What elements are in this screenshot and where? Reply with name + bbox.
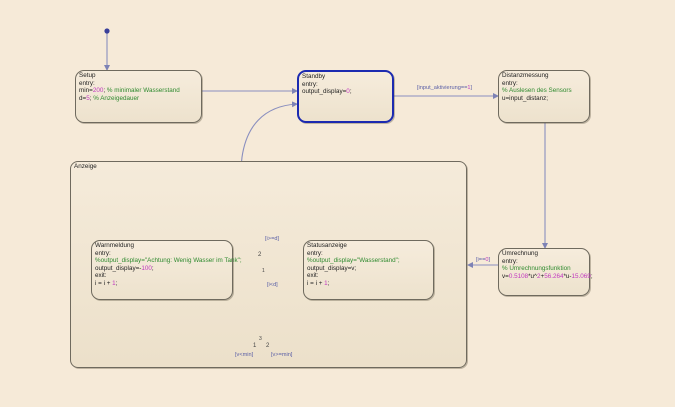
transition-label-v-lt-min[interactable]: [v<min] <box>235 352 254 358</box>
code: ; <box>590 272 593 280</box>
junction-label: 3 <box>259 336 262 342</box>
comment: %output_display="Achtung: Wenig Wasser i… <box>95 257 242 265</box>
entry-label: entry: <box>302 80 318 88</box>
comment: %output_display="Wasserstand"; <box>307 257 400 265</box>
code: output_display=v; <box>307 264 357 272</box>
code: i = i + <box>95 279 113 287</box>
code: ; <box>89 94 94 102</box>
comment: % Auslesen des Sensors <box>502 87 572 95</box>
state-statusanzeige[interactable]: Statusanzeige entry: %output_display="Wa… <box>303 240 434 300</box>
junction-label: 1 <box>262 268 265 274</box>
number: 15.069 <box>571 272 591 280</box>
number: 1 <box>324 279 328 287</box>
comment: % Umrechnungsfunktion <box>502 265 571 273</box>
state-name: Umrechnung <box>502 250 539 257</box>
code: i = i + <box>307 279 325 287</box>
state-umrechnung[interactable]: Umrechnung entry: % Umrechnungsfunktion … <box>498 248 593 296</box>
junction-label: 2 <box>258 252 262 258</box>
number: 0 <box>346 88 350 96</box>
code: ; <box>151 264 154 272</box>
code: u=input_distanz; <box>502 94 549 102</box>
number: 56.264 <box>544 272 564 280</box>
junction-label: 1 <box>253 343 257 349</box>
code: *u^ <box>528 272 538 280</box>
comment: % minimaler Wasserstand <box>106 87 180 95</box>
state-distanzmessung[interactable]: Distanzmessung entry: % Auslesen des Sen… <box>498 70 590 123</box>
number: 0.5108 <box>508 272 529 280</box>
entry-label: entry: <box>502 79 518 87</box>
code: ; <box>327 279 330 287</box>
entry-label: entry: <box>79 79 95 87</box>
code: ; <box>115 279 118 287</box>
number: 100 <box>141 264 152 272</box>
code: + <box>540 272 545 280</box>
transition-label-i-ge-d[interactable]: [i>=d] <box>265 236 279 242</box>
transition-label-i-lt-d[interactable]: [i<d] <box>267 282 278 288</box>
state-setup[interactable]: Setup entry: min=200; % minimaler Wasser… <box>75 70 202 123</box>
number: 5 <box>86 94 90 102</box>
state-name: Standby <box>302 73 326 80</box>
transition-label-aktivierung[interactable]: [input_aktivierung==1] <box>417 85 473 91</box>
code: *u- <box>563 272 572 280</box>
state-name: Warnmeldung <box>95 242 134 249</box>
code: v= <box>502 272 509 280</box>
junction-label: 2 <box>266 343 270 349</box>
number: 1 <box>112 279 116 287</box>
number: 2 <box>537 272 541 280</box>
transition-label-i-zero[interactable]: [i==0] <box>476 257 491 263</box>
code: output_display= <box>302 88 347 96</box>
comment: % Anzeigedauer <box>93 94 140 102</box>
code: d= <box>79 94 87 102</box>
number: 200 <box>92 87 104 95</box>
code: min= <box>79 87 93 95</box>
entry-label: entry: <box>502 257 518 265</box>
state-name: Anzeige <box>74 163 97 170</box>
entry-label: entry: <box>307 249 323 257</box>
code: output_display=- <box>95 264 142 272</box>
state-name: Setup <box>79 72 96 79</box>
state-warnmeldung[interactable]: Warnmeldung entry: %output_display="Acht… <box>91 240 242 300</box>
exit-label: exit: <box>307 272 319 280</box>
exit-label: exit: <box>95 272 107 280</box>
state-standby[interactable]: Standby entry: output_display=0; <box>297 70 394 123</box>
state-name: Statusanzeige <box>307 242 347 249</box>
default-transition-dot <box>104 28 110 34</box>
entry-label: entry: <box>95 249 111 257</box>
code: ; <box>103 87 107 95</box>
state-name: Distanzmessung <box>502 72 549 79</box>
transition-label-v-ge-min[interactable]: [v>=min] <box>271 352 293 358</box>
code: ; <box>349 88 352 96</box>
